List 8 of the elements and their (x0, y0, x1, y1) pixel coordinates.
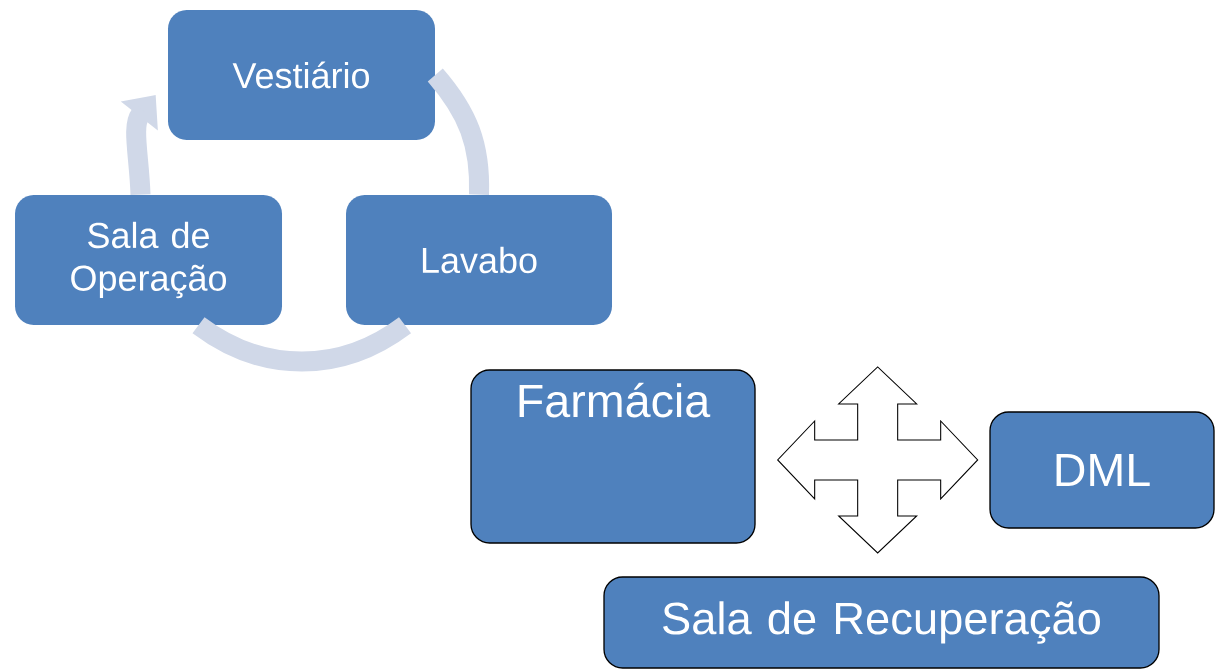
room-box: Sala de Recuperação (603, 576, 1160, 669)
room-box: Farmácia (470, 369, 756, 544)
process-box: Lavabo (346, 195, 612, 325)
cycle-arrow (120, 95, 158, 196)
process-box: Vestiário (168, 10, 435, 140)
quad-arrow (776, 366, 979, 554)
process-box: Sala de Operação (15, 195, 282, 325)
room-box: DML (989, 411, 1215, 529)
